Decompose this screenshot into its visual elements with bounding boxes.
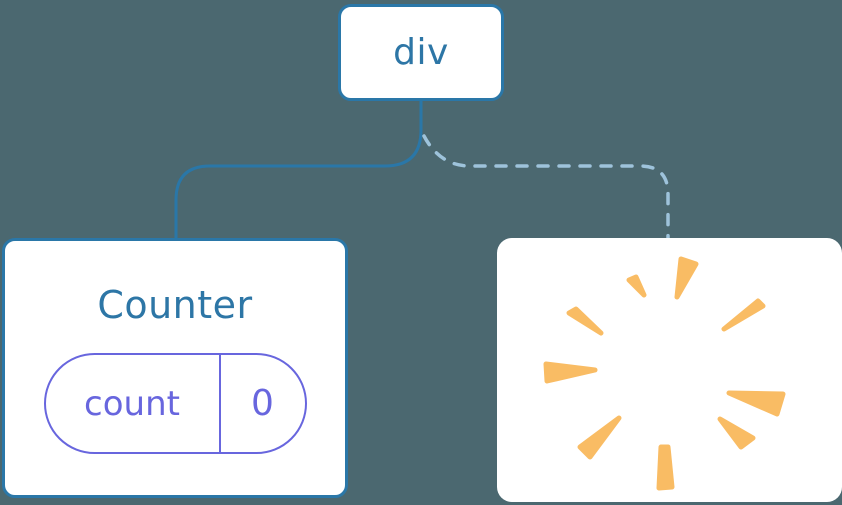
state-pill: count 0	[43, 353, 307, 454]
root-node: div	[338, 4, 504, 101]
poof-icon	[543, 256, 786, 491]
state-key: count	[84, 383, 180, 424]
counter-node: Counter count 0	[2, 238, 348, 498]
counter-node-title: Counter	[97, 283, 253, 327]
connector-solid	[174, 98, 423, 242]
pill-divider	[218, 355, 221, 452]
connector-dashed	[422, 134, 670, 240]
root-node-label: div	[393, 32, 449, 73]
removed-node	[497, 238, 842, 502]
state-value: 0	[251, 383, 274, 424]
